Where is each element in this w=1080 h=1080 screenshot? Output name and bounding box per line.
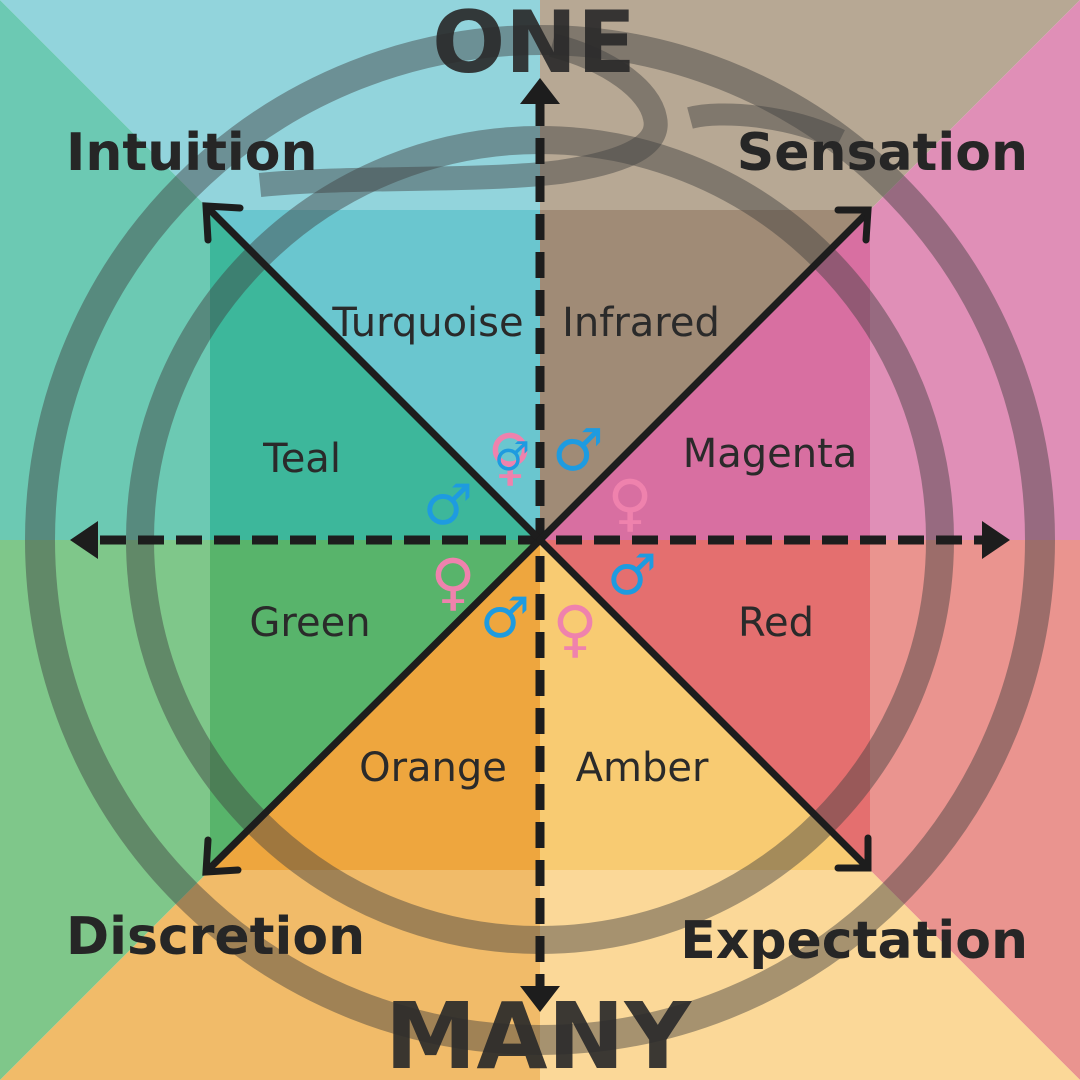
female-icon: ♀ (552, 592, 597, 665)
corner-label-top-left: Intuition (66, 123, 318, 183)
arrow-up-icon (520, 78, 560, 104)
corner-labels: Intuition Sensation Discretion Expectati… (66, 123, 1028, 971)
male-icon: ♂ (607, 543, 657, 608)
label-amber: Amber (576, 745, 709, 791)
arrowhead-top-right-icon (834, 206, 872, 244)
ring-loop (258, 33, 668, 197)
corner-label-bottom-right: Expectation (680, 911, 1028, 971)
arrow-left-icon (70, 521, 98, 559)
axis-titles: ONE MANY (385, 0, 693, 1080)
diagonal-axes (202, 202, 872, 876)
arrow-down-icon (520, 986, 560, 1012)
segment-labels: Turquoise Infrared Magenta Red Amber Ora… (249, 300, 857, 791)
corner-label-top-right: Sensation (737, 123, 1028, 183)
label-orange: Orange (359, 745, 507, 791)
arrowhead-bottom-left-icon (202, 836, 242, 876)
diagonal-top-left (206, 206, 544, 544)
female-icon: ♀ (487, 420, 532, 493)
label-magenta: Magenta (683, 431, 858, 477)
arrowhead-top-left-icon (202, 202, 244, 244)
male-icon: ♂ (494, 434, 530, 480)
ring-loop-inner (687, 103, 845, 150)
arrow-right-icon (982, 521, 1010, 559)
male-icon: ♂ (552, 416, 604, 484)
gender-symbols: ♀ ♂ ♂ ♂ ♀ ♀ ♂ ♂ ♀ (423, 416, 657, 665)
label-teal: Teal (262, 436, 341, 482)
label-red: Red (738, 600, 814, 646)
label-infrared: Infrared (562, 300, 720, 346)
male-icon: ♂ (423, 473, 473, 538)
label-green: Green (249, 600, 370, 646)
diagonal-bottom-left (206, 536, 544, 872)
outer-ring (25, 25, 1055, 1055)
female-icon: ♀ (607, 466, 652, 539)
axis-title-bottom: MANY (385, 983, 693, 1080)
label-turquoise: Turquoise (331, 300, 523, 346)
female-icon: ♀ (430, 545, 475, 618)
axis-title-top: ONE (432, 0, 636, 93)
axis-arrowheads (70, 78, 1010, 1012)
arrowhead-bottom-right-icon (834, 834, 872, 872)
corner-label-bottom-left: Discretion (66, 907, 365, 967)
male-icon: ♂ (480, 586, 530, 651)
diagonal-top-right (536, 210, 870, 544)
diagonal-bottom-right (536, 536, 872, 872)
